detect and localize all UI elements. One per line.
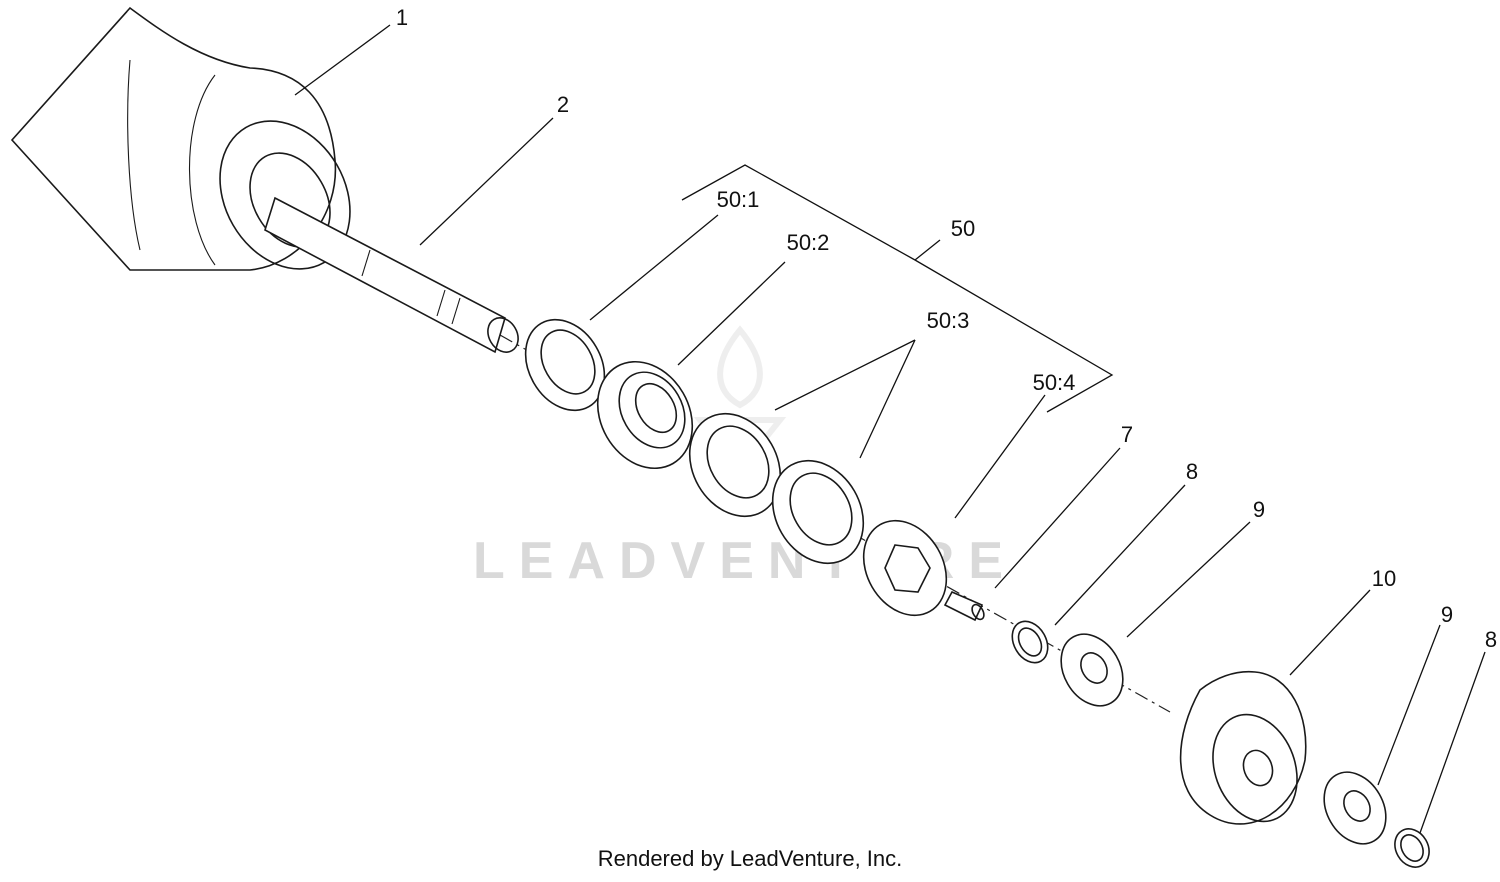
- callout-8-b: 8: [1485, 627, 1497, 652]
- part-8-retaining-ring-b: [1394, 828, 1430, 868]
- footer-credit: Rendered by LeadVenture, Inc.: [597, 846, 903, 871]
- part-50-2-bearing: [596, 360, 694, 470]
- part-7-grease-fitting: [943, 590, 985, 622]
- callout-2: 2: [557, 92, 569, 117]
- part-9-washer-b: [1323, 771, 1387, 845]
- leader-lines: [294, 24, 1486, 834]
- callout-50-3: 50:3: [927, 308, 970, 333]
- callouts: 1 2 50 50:1 50:2 50:3 50:4 7 8 9 10 9 8: [396, 5, 1497, 652]
- part-10-wheel: [1179, 670, 1307, 825]
- part-50-4-hub: [862, 519, 948, 617]
- callout-7: 7: [1121, 422, 1133, 447]
- callout-8-a: 8: [1186, 459, 1198, 484]
- callout-50-4: 50:4: [1033, 370, 1076, 395]
- part-50-1-seal: [524, 318, 606, 412]
- part-1-roller: [10, 6, 351, 271]
- part-50-3-seal-b: [771, 459, 865, 565]
- callout-50: 50: [951, 216, 975, 241]
- callout-9-a: 9: [1253, 497, 1265, 522]
- part-9-washer-a: [1060, 633, 1124, 707]
- callout-50-2: 50:2: [787, 230, 830, 255]
- part-2-shaft: [264, 196, 519, 354]
- callout-50-1: 50:1: [717, 187, 760, 212]
- part-8-retaining-ring-a: [1011, 620, 1049, 664]
- callout-9-b: 9: [1441, 602, 1453, 627]
- callout-1: 1: [396, 5, 408, 30]
- callout-10: 10: [1372, 566, 1396, 591]
- part-50-3-seal-a: [688, 412, 782, 518]
